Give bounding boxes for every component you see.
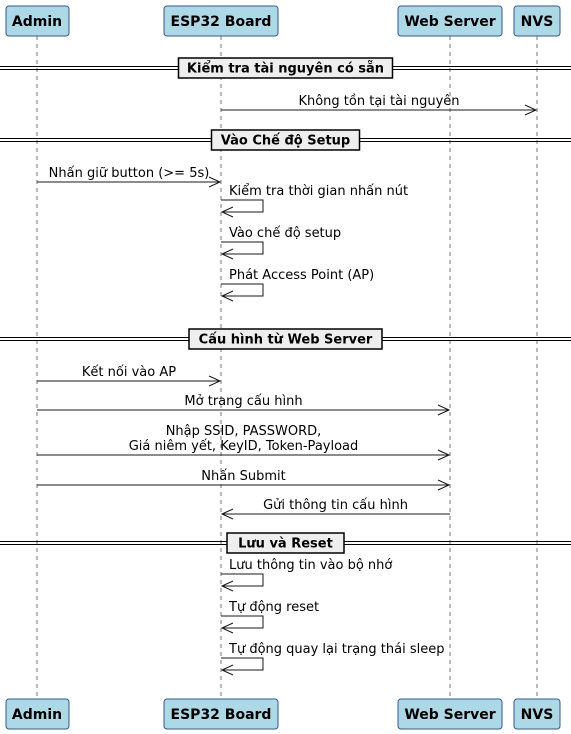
section-divider: Vào Chế độ Setup	[0, 129, 571, 151]
message: Không tồn tại tài nguyên	[221, 94, 538, 116]
participant-label: Admin	[12, 14, 62, 30]
message-label: Kiểm tra thời gian nhấn nút	[229, 184, 408, 199]
arrow-head	[220, 622, 234, 634]
arrow-head	[220, 248, 234, 260]
arrow-head	[437, 479, 451, 491]
message-label: Gửi thông tin cấu hình	[263, 498, 408, 513]
participant-label: ESP32 Board	[171, 14, 272, 30]
participant-label: NVS	[521, 707, 554, 723]
message: Mở trang cấu hình	[37, 394, 451, 416]
message: Kiểm tra thời gian nhấn nút	[220, 184, 408, 218]
message-label: Nhập SSID, PASSWORD,	[166, 424, 322, 439]
self-message-arrow	[221, 199, 264, 213]
self-message-arrow	[221, 241, 264, 255]
arrow-head	[220, 508, 234, 520]
message: Lưu thông tin vào bộ nhớ	[220, 558, 392, 592]
arrow-head	[220, 580, 234, 592]
participant-nvs-top: NVS	[513, 5, 561, 37]
participant-box	[163, 698, 279, 730]
message: Gửi thông tin cấu hình	[220, 498, 450, 520]
arrow-head	[437, 449, 451, 461]
arrow-head	[220, 290, 234, 302]
participant-box	[163, 5, 279, 37]
message-label: Kết nối vào AP	[82, 365, 176, 380]
message-label: Phát Access Point (AP)	[229, 268, 374, 283]
participant-esp32-top: ESP32 Board	[163, 5, 279, 37]
participant-admin-bottom: Admin	[5, 698, 70, 730]
message-label: Mở trang cấu hình	[184, 394, 302, 409]
self-message-arrow	[221, 615, 264, 629]
message: Vào chế độ setup	[220, 226, 341, 260]
section-box	[210, 129, 361, 151]
participant-web-top: Web Server	[397, 5, 503, 37]
message: Tự động quay lại trạng thái sleep	[220, 642, 444, 676]
message: Nhấn Submit	[37, 469, 451, 491]
message-label: Tự động reset	[228, 600, 319, 615]
participant-label: NVS	[521, 14, 554, 30]
message-label: Tự động quay lại trạng thái sleep	[228, 642, 444, 657]
participant-web-bottom: Web Server	[397, 698, 503, 730]
message-label: Vào chế độ setup	[229, 226, 341, 241]
self-message-arrow	[221, 657, 264, 671]
arrow-head	[437, 404, 451, 416]
self-message-arrow	[221, 283, 264, 297]
participant-box	[397, 698, 503, 730]
arrow-head	[208, 176, 222, 188]
message: Nhấn giữ button (>= 5s)	[37, 166, 222, 188]
message: Kết nối vào AP	[37, 365, 222, 387]
arrow-head	[524, 104, 538, 116]
participant-box	[513, 698, 561, 730]
section-label: Kiểm tra tài nguyên có sẵn	[187, 61, 384, 77]
message-label: Nhấn giữ button (>= 5s)	[49, 166, 210, 181]
participant-admin-top: Admin	[5, 5, 70, 37]
message: Tự động reset	[220, 600, 319, 634]
participant-esp32-bottom: ESP32 Board	[163, 698, 279, 730]
message: Phát Access Point (AP)	[220, 268, 374, 302]
arrow-head	[220, 664, 234, 676]
section-label: Cấu hình từ Web Server	[199, 333, 373, 348]
participant-label: Web Server	[404, 707, 495, 723]
section-divider: Lưu và Reset	[0, 532, 571, 554]
participant-box	[513, 5, 561, 37]
message-label: Không tồn tại tài nguyên	[298, 94, 459, 109]
arrow-head	[220, 206, 234, 218]
self-message-arrow	[221, 573, 264, 587]
participant-label: Web Server	[404, 14, 495, 30]
participant-label: Admin	[12, 707, 62, 723]
participant-label: ESP32 Board	[171, 707, 272, 723]
message-label: Giá niêm yết, KeyID, Token-Payload	[129, 439, 359, 454]
section-box	[177, 57, 394, 79]
participant-nvs-bottom: NVS	[513, 698, 561, 730]
arrow-head	[208, 375, 222, 387]
participant-box	[5, 698, 70, 730]
participant-box	[5, 5, 70, 37]
section-label: Vào Chế độ Setup	[221, 134, 350, 149]
section-divider: Kiểm tra tài nguyên có sẵn	[0, 57, 571, 79]
section-label: Lưu và Reset	[238, 537, 333, 552]
message-label: Nhấn Submit	[201, 469, 285, 484]
section-box	[226, 532, 345, 554]
message-label: Lưu thông tin vào bộ nhớ	[229, 558, 392, 573]
section-divider: Cấu hình từ Web Server	[0, 328, 571, 350]
message: Nhập SSID, PASSWORD,Giá niêm yết, KeyID,…	[37, 424, 451, 461]
section-box	[188, 328, 383, 350]
participant-box	[397, 5, 503, 37]
